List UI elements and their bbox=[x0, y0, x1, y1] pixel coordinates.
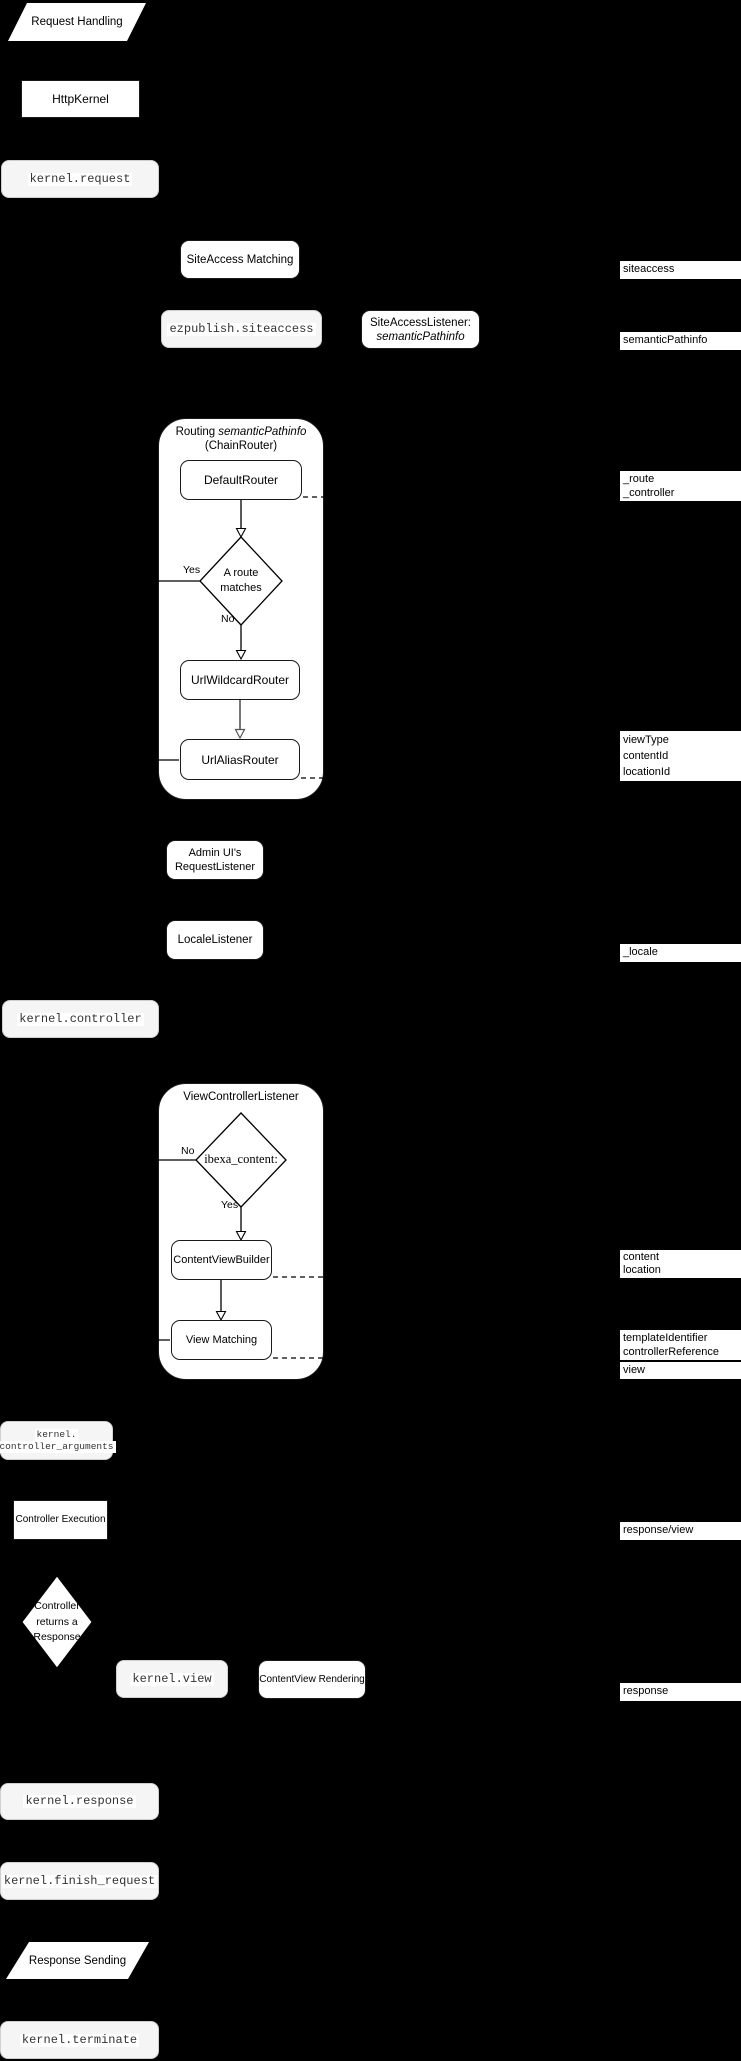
side-label-line: locationId bbox=[623, 766, 671, 778]
controller-returns-line2: returns a bbox=[36, 1615, 78, 1628]
side-label-line: _route bbox=[623, 473, 655, 485]
contentview-rendering-label: ContentView Rendering bbox=[259, 1673, 365, 1685]
url-wildcard-router-node: UrlWildcardRouter bbox=[180, 660, 300, 700]
siteaccess-listener-line1: SiteAccessListener: bbox=[370, 316, 471, 329]
route-matches-line1: A route bbox=[223, 567, 259, 579]
kernel-controller-arguments-event: kernel. controller_arguments bbox=[0, 1421, 116, 1460]
request-handling-node: Request Handling bbox=[8, 3, 146, 41]
route-matches-line2: matches bbox=[220, 582, 262, 594]
siteaccess-listener-line2: semanticPathinfo bbox=[376, 330, 465, 343]
http-kernel-label: HttpKernel bbox=[52, 92, 109, 106]
view-matching-node: View Matching bbox=[171, 1320, 272, 1360]
kernel-controller-arguments-line1: kernel. bbox=[34, 1428, 79, 1441]
kernel-terminate-label: kernel.terminate bbox=[19, 2032, 140, 2047]
side-label-line: view bbox=[623, 1364, 646, 1376]
kernel-response-event: kernel.response bbox=[0, 1783, 159, 1820]
controller-execution-node: Controller Execution bbox=[13, 1500, 108, 1540]
routing-title-subtitle: (ChainRouter) bbox=[204, 440, 278, 452]
side-label-response: response bbox=[620, 1683, 741, 1701]
kernel-response-label: kernel.response bbox=[23, 1794, 136, 1808]
kernel-controller-event: kernel.controller bbox=[2, 1000, 159, 1038]
siteaccess-matching-label: SiteAccess Matching bbox=[186, 253, 294, 266]
routing-title-italic: semanticPathinfo bbox=[218, 426, 307, 438]
side-label-line: viewType bbox=[623, 734, 669, 746]
route-no-label: No bbox=[221, 613, 235, 625]
controller-returns-decision-text: Controller returns a Response bbox=[22, 1599, 92, 1646]
side-label-response-view: response/view bbox=[620, 1522, 741, 1540]
ibexa-no-label: No bbox=[181, 1145, 195, 1157]
locale-listener-label: LocaleListener bbox=[177, 934, 253, 946]
side-label-view: view bbox=[620, 1362, 741, 1379]
routing-title-prefix: Routing bbox=[175, 426, 216, 438]
default-router-node: DefaultRouter bbox=[180, 460, 302, 500]
kernel-request-label: kernel.request bbox=[27, 171, 133, 186]
ibexa-content-label: ibexa_content: bbox=[204, 1152, 278, 1166]
url-wildcard-router-label: UrlWildcardRouter bbox=[190, 673, 290, 687]
side-label-line: content bbox=[623, 1251, 660, 1263]
request-handling-label: Request Handling bbox=[31, 16, 123, 28]
default-router-label: DefaultRouter bbox=[203, 473, 279, 487]
side-label-line: controllerReference bbox=[623, 1346, 719, 1358]
kernel-controller-label: kernel.controller bbox=[17, 1011, 144, 1026]
side-label-line: response bbox=[623, 1685, 669, 1697]
kernel-request-event: kernel.request bbox=[1, 160, 159, 198]
ezpublish-siteaccess-label: ezpublish.siteaccess bbox=[167, 321, 316, 336]
side-label-viewtype-contentid-locationid: viewType contentId locationId bbox=[620, 731, 741, 781]
admin-request-listener-line1: Admin UI's bbox=[188, 847, 242, 859]
controller-returns-line1: Controller bbox=[34, 1600, 80, 1612]
ibexa-yes-label: Yes bbox=[221, 1199, 239, 1211]
kernel-finish-request-event: kernel.finish_request bbox=[0, 1862, 159, 1900]
response-sending-node: Response Sending bbox=[6, 1942, 149, 1979]
kernel-controller-arguments-line2: controller_arguments bbox=[0, 1440, 116, 1453]
http-kernel-node: HttpKernel bbox=[21, 80, 140, 118]
contentview-rendering-node: ContentView Rendering bbox=[258, 1660, 366, 1699]
side-label-line: location bbox=[623, 1264, 661, 1276]
side-label-line: response/view bbox=[623, 1524, 694, 1536]
content-view-builder-node: ContentViewBuilder bbox=[171, 1240, 272, 1280]
side-label-semantic-pathinfo: semanticPathinfo bbox=[620, 332, 741, 350]
locale-listener-node: LocaleListener bbox=[166, 920, 264, 960]
side-label-line: siteaccess bbox=[623, 263, 675, 275]
route-yes-label: Yes bbox=[183, 564, 201, 576]
response-sending-label: Response Sending bbox=[28, 1954, 127, 1967]
side-label-line: templateIdentifier bbox=[623, 1332, 708, 1344]
siteaccess-matching-node: SiteAccess Matching bbox=[180, 240, 300, 279]
kernel-view-event: kernel.view bbox=[116, 1660, 228, 1698]
kernel-finish-request-label: kernel.finish_request bbox=[1, 1873, 158, 1888]
side-label-line: _controller bbox=[623, 487, 675, 499]
side-label-line: semanticPathinfo bbox=[623, 334, 708, 346]
kernel-view-label: kernel.view bbox=[130, 1671, 214, 1686]
admin-request-listener-line2: RequestListener bbox=[174, 861, 256, 873]
route-matches-decision-text: A route matches bbox=[200, 566, 282, 596]
side-label-route-controller: _route _controller bbox=[620, 471, 741, 501]
side-label-line: contentId bbox=[623, 750, 669, 762]
admin-request-listener-node: Admin UI's RequestListener bbox=[166, 840, 264, 880]
url-alias-router-node: UrlAliasRouter bbox=[180, 739, 300, 780]
view-matching-label: View Matching bbox=[185, 1334, 258, 1346]
url-alias-router-label: UrlAliasRouter bbox=[201, 752, 279, 767]
ibexa-content-decision-text: ibexa_content: bbox=[186, 1152, 296, 1167]
controller-returns-line3: Response bbox=[33, 1631, 81, 1643]
controller-execution-label: Controller Execution bbox=[15, 1514, 106, 1525]
side-label-line: _locale bbox=[623, 946, 658, 958]
side-label-siteaccess: siteaccess bbox=[620, 261, 741, 279]
ezpublish-siteaccess-event: ezpublish.siteaccess bbox=[161, 310, 322, 348]
side-label-template-controller-reference: templateIdentifier controllerReference bbox=[620, 1330, 741, 1360]
kernel-terminate-event: kernel.terminate bbox=[0, 2021, 159, 2059]
side-label-locale: _locale bbox=[620, 944, 741, 962]
siteaccess-listener-node: SiteAccessListener: semanticPathinfo bbox=[361, 310, 480, 349]
view-controller-listener-title: ViewControllerListener bbox=[183, 1091, 299, 1103]
side-label-content-location: content location bbox=[620, 1250, 741, 1278]
content-view-builder-label: ContentViewBuilder bbox=[173, 1254, 270, 1266]
